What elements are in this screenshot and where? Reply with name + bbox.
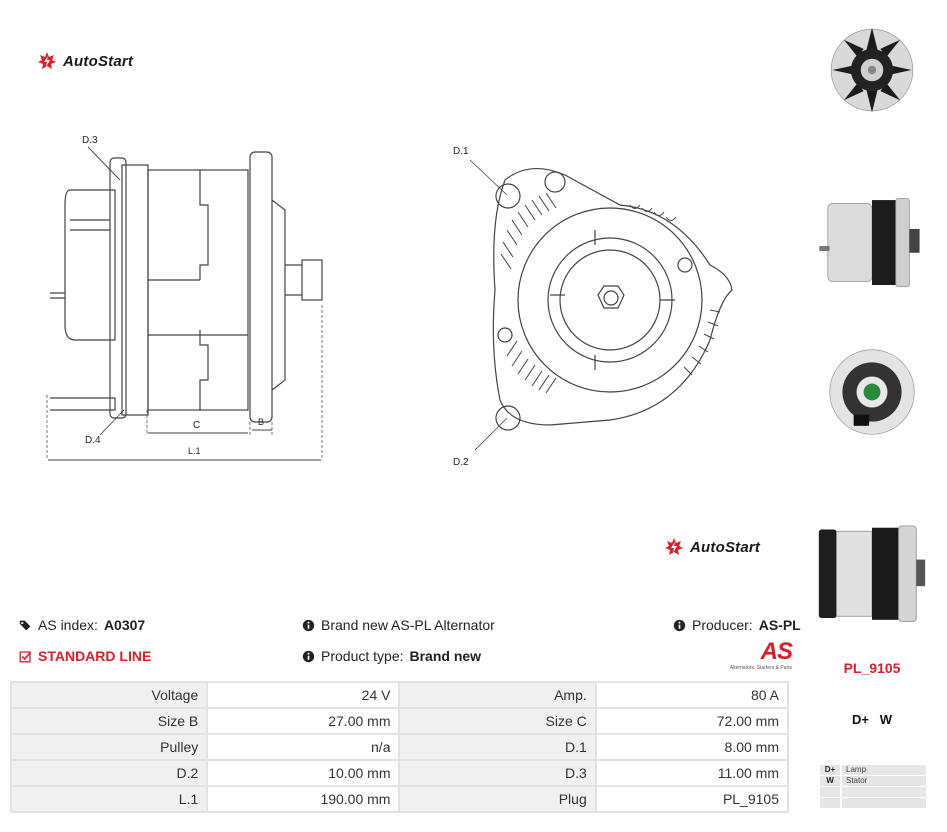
spec-label: Size C	[398, 707, 597, 735]
plug-code: PL_9105	[843, 660, 901, 676]
autostart-logo-icon	[665, 538, 683, 555]
spec-label: Pulley	[9, 733, 209, 761]
spec-value: 11.00 mm	[594, 759, 790, 787]
product-type-value: Brand new	[409, 648, 482, 664]
producer-logo-mark: AS	[760, 638, 793, 665]
front-view-drawing	[470, 159, 733, 450]
producer: Producer: AS-PL	[673, 617, 801, 633]
legend-value	[842, 787, 926, 797]
producer-label: Producer:	[692, 617, 753, 633]
spec-value: 10.00 mm	[206, 759, 401, 787]
description: Brand new AS-PL Alternator	[302, 617, 495, 633]
legend-value: Stator	[842, 776, 926, 786]
info-circle-icon	[302, 650, 315, 662]
description-text: Brand new AS-PL Alternator	[321, 617, 495, 633]
brand-logo: AutoStart	[37, 51, 133, 71]
side-view-drawing	[46, 146, 323, 461]
legend-row	[820, 787, 926, 797]
brand-name: AutoStart	[63, 52, 134, 70]
spec-label: D.2	[9, 759, 209, 787]
as-index-value: A0307	[103, 617, 146, 633]
legend-value: Lamp	[842, 765, 926, 775]
spec-value: PL_9105	[594, 785, 790, 813]
plug-pins: D+ W	[851, 712, 893, 727]
product-photo-side	[819, 197, 920, 288]
check-square-icon	[19, 650, 31, 662]
spec-label: Amp.	[398, 681, 597, 709]
producer-value: AS-PL	[758, 617, 801, 633]
spec-label: L.1	[9, 785, 209, 813]
brand-logo-secondary: AutoStart	[664, 537, 760, 557]
product-photo-angle	[818, 525, 926, 623]
spec-value: 27.00 mm	[206, 707, 401, 735]
spec-value: n/a	[206, 733, 401, 761]
spec-value: 80 A	[594, 681, 790, 709]
tags-icon	[19, 620, 31, 630]
autostart-logo-icon	[38, 52, 56, 69]
producer-logo: AS Alternators, Starters & Parts	[716, 638, 793, 672]
label-d3: D.3	[82, 135, 98, 146]
spec-label: Plug	[398, 785, 597, 813]
legend-key	[820, 798, 840, 808]
legend-row	[820, 798, 926, 808]
label-d4: D.4	[85, 435, 101, 446]
legend-value	[842, 798, 926, 808]
spec-value: 24 V	[206, 681, 401, 709]
product-photo-front	[830, 27, 914, 113]
standard-line-label: STANDARD LINE	[38, 648, 152, 664]
spec-label: D.3	[398, 759, 597, 787]
spec-value: 8.00 mm	[594, 733, 790, 761]
legend-key	[820, 787, 840, 797]
info-circle-icon	[302, 619, 315, 631]
spec-label: Voltage	[9, 681, 209, 709]
legend-key: W	[820, 776, 840, 786]
spec-value: 72.00 mm	[594, 707, 790, 735]
label-d1: D.1	[453, 146, 469, 157]
spec-value: 190.00 mm	[206, 785, 401, 813]
label-c: C	[193, 420, 201, 431]
label-l1: L.1	[188, 446, 201, 456]
label-b: B	[258, 417, 265, 427]
as-index: AS index: A0307	[19, 617, 145, 633]
brand-name-secondary: AutoStart	[690, 538, 761, 556]
standard-line-badge: STANDARD LINE	[19, 648, 151, 664]
product-photo-rear	[829, 349, 915, 435]
spec-label: D.1	[398, 733, 597, 761]
producer-logo-tagline: Alternators, Starters & Parts	[729, 665, 792, 671]
legend-key: D+	[820, 765, 840, 775]
product-type: Product type: Brand new	[302, 648, 481, 664]
spec-label: Size B	[9, 707, 209, 735]
product-type-label: Product type:	[321, 648, 404, 664]
legend-row: D+Lamp	[820, 765, 926, 775]
as-index-label: AS index:	[38, 617, 98, 633]
info-circle-icon	[673, 619, 686, 631]
label-d2: D.2	[453, 457, 469, 468]
